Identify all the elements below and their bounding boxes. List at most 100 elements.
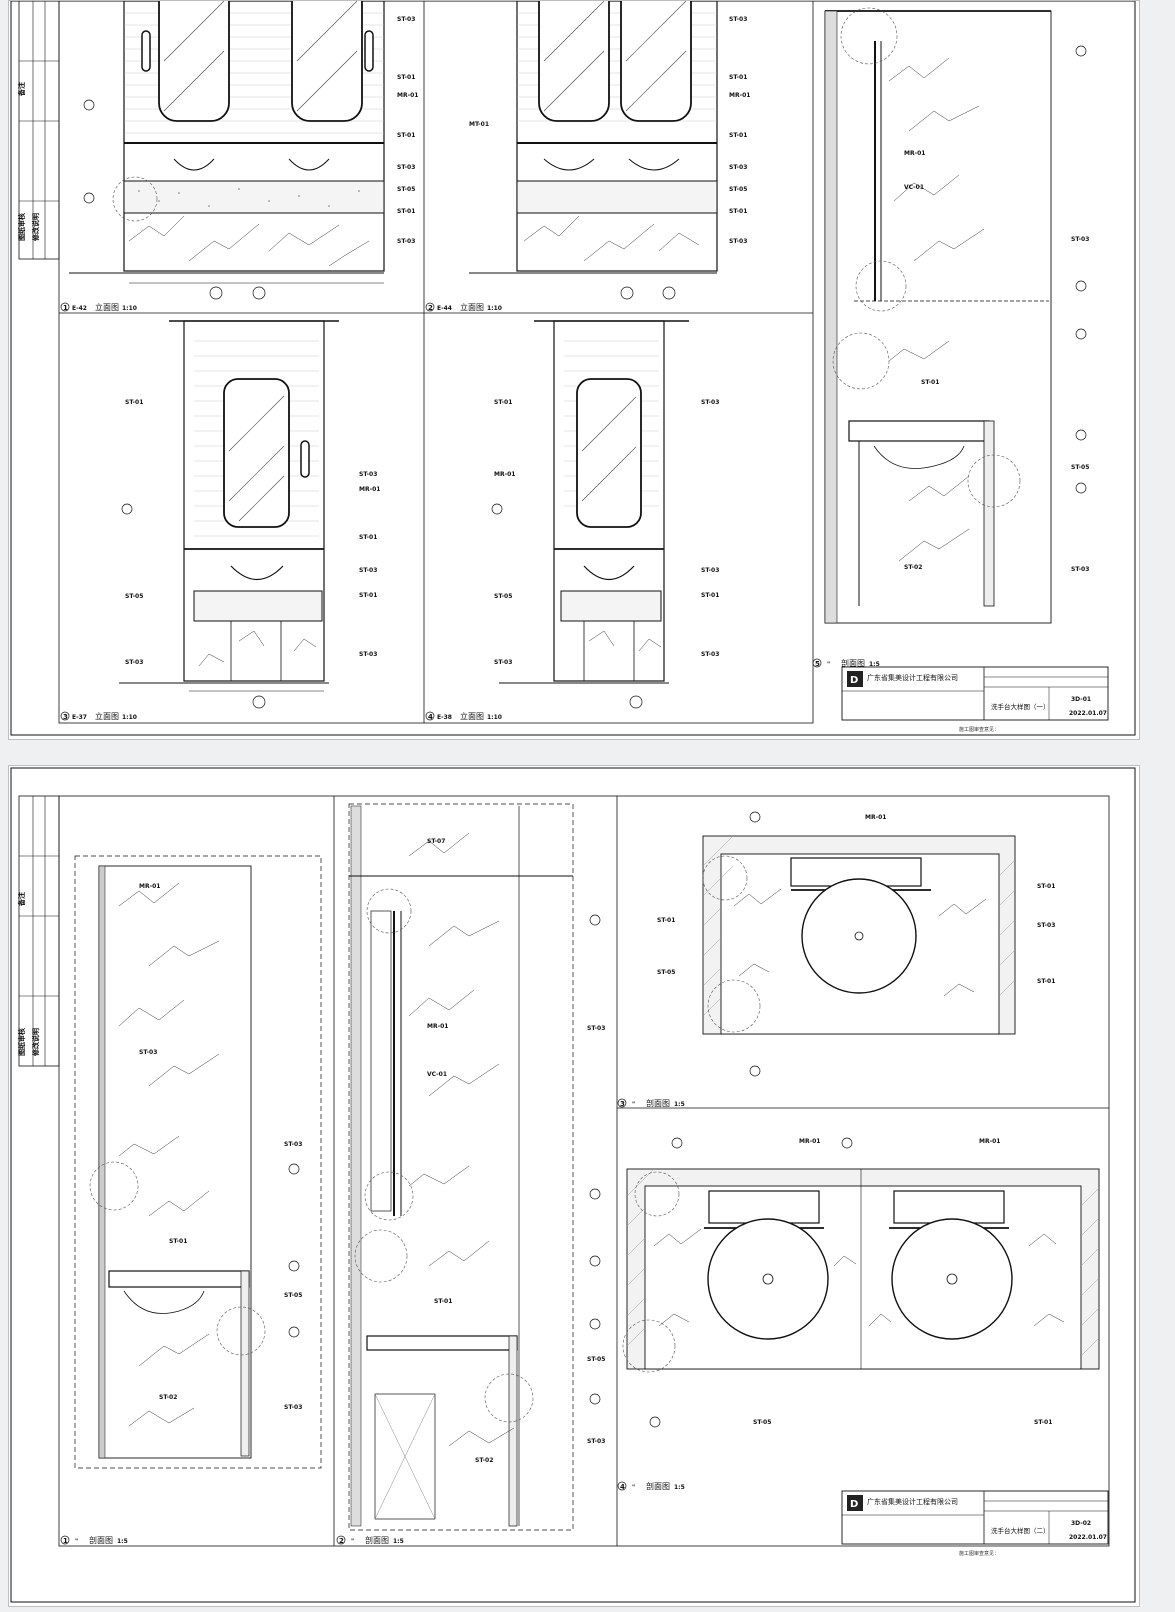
tag-st05-a: ST-05: [397, 186, 415, 193]
tag-mr01-a: MR-01: [397, 92, 418, 99]
view-s2-1-code: ": [75, 1538, 78, 1545]
tag-st01-a: ST-01: [397, 74, 415, 81]
section-view-s2-2: ST-07 MR-01 VC-01 ST-01 ST-02 ST-03 ST-0…: [348, 803, 605, 1531]
drawing-sheet-1: 备注 图纸审核 修改说明: [8, 0, 1140, 740]
tag-st02-a: ST-02: [904, 564, 922, 571]
tag-st03-e: ST-03: [729, 164, 747, 171]
view-s2-2-type: 剖面图: [365, 1535, 389, 1545]
tag-st05-d: ST-05: [494, 593, 512, 600]
tag-st03-q: ST-03: [139, 1049, 157, 1056]
tag-st03-p: ST-03: [1071, 566, 1089, 573]
view-s2-3-code: ": [632, 1101, 635, 1108]
tag-st03-g: ST-03: [125, 659, 143, 666]
tag-vc01-a: VC-01: [904, 184, 924, 191]
tag-st01-p: ST-01: [1037, 883, 1055, 890]
tag-mr01-d: MR-01: [494, 471, 515, 478]
tag-mr01-j: MR-01: [979, 1138, 1000, 1145]
title-block-2: D 广东省集美设计工程有限公司 洗手台大样图（二） 3D-02 2022.01.…: [841, 1490, 1109, 1545]
tag-st01-m: ST-01: [169, 1238, 187, 1245]
section-view-s2-1: MR-01 ST-03 ST-01 ST-02 ST-03 ST-05 ST-0…: [74, 855, 322, 1469]
tag-st01-i: ST-01: [359, 592, 377, 599]
drawing-date-2: 2022.01.07: [1069, 1534, 1107, 1541]
view-1-type: 立面图: [95, 302, 119, 312]
view-s2-2-num: 2: [339, 1537, 344, 1545]
tag-st01-d: ST-01: [729, 74, 747, 81]
view-3-code: E-37: [72, 714, 87, 721]
tag-st01-o: ST-01: [657, 917, 675, 924]
view-2-scale: 1:10: [487, 305, 502, 312]
left-strip-note-c-2: 修改说明: [31, 1028, 40, 1057]
tag-st05-h: ST-05: [657, 969, 675, 976]
tag-mr01-i: MR-01: [799, 1138, 820, 1145]
tag-st01-k: ST-01: [701, 592, 719, 599]
tag-st01-h: ST-01: [359, 534, 377, 541]
view-3-title: 3 E-37 立面图 1:10: [60, 711, 137, 721]
view-s2-3-scale: 1:5: [674, 1101, 685, 1108]
tag-st03-o: ST-03: [1071, 236, 1089, 243]
tag-st01-e: ST-01: [729, 132, 747, 139]
drawing-date-1: 2022.01.07: [1069, 710, 1107, 717]
tag-st01-c: ST-01: [397, 208, 415, 215]
company-logo-2: D: [850, 1499, 858, 1510]
view-s2-4-code: ": [632, 1484, 635, 1491]
plan-view-s2-3: MR-01 ST-01 ST-05 ST-01 ST-03 ST-01: [657, 811, 1055, 1077]
view-2-code: E-44: [437, 305, 452, 312]
tag-st05-e: ST-05: [1071, 464, 1089, 471]
view-4-title: 4 E-38 立面图 1:10: [425, 711, 502, 721]
tag-st01-b: ST-01: [397, 132, 415, 139]
drawing-no-1: 3D-01: [1071, 696, 1091, 703]
tag-st05-g: ST-05: [587, 1356, 605, 1363]
tag-st03-k: ST-03: [494, 659, 512, 666]
sheet-2-canvas: 备注 图纸审核 修改说明 MR-01 ST-03 ST-01 ST-02 ST-…: [10, 767, 1136, 1603]
tag-st03-t: ST-03: [587, 1025, 605, 1032]
view-4-num: 4: [428, 713, 433, 721]
company-logo: D: [850, 675, 858, 686]
tag-st03-f: ST-03: [729, 238, 747, 245]
sheet-1-canvas: 备注 图纸审核 修改说明: [10, 1, 1136, 736]
company-name-1: 广东省集美设计工程有限公司: [867, 673, 958, 682]
view-5-title: 5 " 剖面图 1:5: [812, 658, 880, 668]
drawing-name-2: 洗手台大样图（二）: [991, 1526, 1050, 1535]
view-s2-1-title: 1 " 剖面图 1:5: [60, 1535, 128, 1545]
left-strip-note-b-2: 图纸审核: [17, 1028, 26, 1056]
view-5-type: 剖面图: [841, 658, 865, 668]
view-s2-3-title: 3 " 剖面图 1:5: [617, 1098, 685, 1108]
tag-mr01-h: MR-01: [865, 814, 886, 821]
tag-st01-j: ST-01: [494, 399, 512, 406]
tag-st02-c: ST-02: [475, 1457, 493, 1464]
tag-st03-d: ST-03: [729, 16, 747, 23]
view-s2-4-scale: 1:5: [674, 1484, 685, 1491]
tag-st03-i: ST-03: [359, 567, 377, 574]
tag-st01-r: ST-01: [1034, 1419, 1052, 1426]
left-strip-note-b: 图纸审核: [17, 213, 26, 241]
tag-st03-c: ST-03: [397, 238, 415, 245]
tag-st01-g: ST-01: [125, 399, 143, 406]
tag-st03-l: ST-03: [701, 399, 719, 406]
view-1-num: 1: [63, 304, 68, 312]
view-s2-4-num: 4: [620, 1483, 625, 1491]
view-s2-1-type: 剖面图: [89, 1535, 113, 1545]
company-name-2: 广东省集美设计工程有限公司: [867, 1497, 958, 1506]
view-s2-2-scale: 1:5: [393, 1538, 404, 1545]
plan-view-s2-4: MR-01 MR-01 ST-05 ST-01: [622, 1137, 1100, 1428]
tag-st01-l: ST-01: [921, 379, 939, 386]
elevation-view-2: ST-03 ST-01 MR-01 ST-01 ST-03 ST-05 ST-0…: [469, 1, 750, 300]
tag-mr01-c: MR-01: [359, 486, 380, 493]
tag-st02-b: ST-02: [159, 1394, 177, 1401]
tag-st01-f: ST-01: [729, 208, 747, 215]
view-2-num: 2: [428, 304, 433, 312]
left-strip-note-c: 修改说明: [31, 213, 40, 242]
view-2-type: 立面图: [460, 302, 484, 312]
view-s2-2-title: 2 " 剖面图 1:5: [336, 1535, 404, 1545]
tag-st03-h: ST-03: [359, 471, 377, 478]
tag-st05-b: ST-05: [729, 186, 747, 193]
view-s2-1-scale: 1:5: [117, 1538, 128, 1545]
tag-st03-j: ST-03: [359, 651, 377, 658]
left-strip-note-a: 备注: [17, 82, 26, 97]
view-s2-4-type: 剖面图: [646, 1481, 670, 1491]
view-s2-3-type: 剖面图: [646, 1098, 670, 1108]
drawing-no-2: 3D-02: [1071, 1520, 1091, 1527]
elevation-view-3: ST-01 ST-05 ST-03 ST-03 MR-01 ST-01 ST-0…: [119, 320, 380, 709]
view-4-code: E-38: [437, 714, 452, 721]
tag-st07: ST-07: [427, 838, 445, 845]
